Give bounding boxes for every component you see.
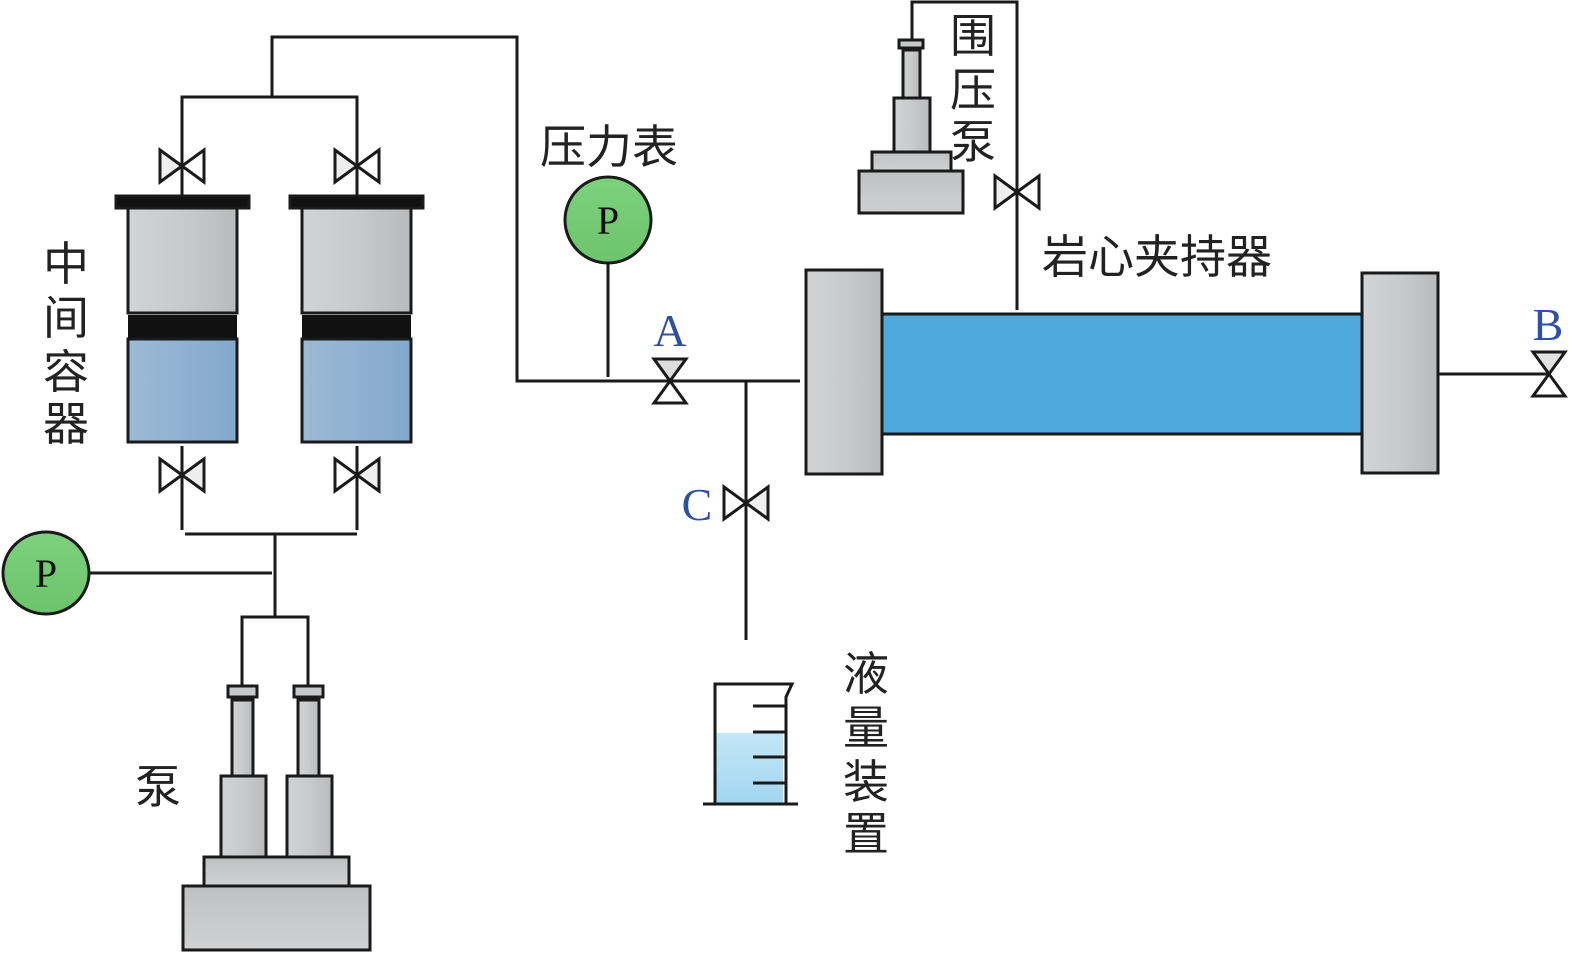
- label-pump: 泵: [135, 760, 181, 814]
- label-intermediate-container: 中 间 容 器: [43, 237, 89, 451]
- svg-text:泵: 泵: [950, 115, 996, 169]
- core-holder: [804, 268, 1440, 476]
- confining-pressure-line: [910, 0, 1019, 310]
- valve-container1-top[interactable]: [158, 147, 206, 185]
- pressure-gauge-pump: P: [1, 530, 91, 616]
- valve-c[interactable]: [722, 484, 770, 522]
- svg-text:围: 围: [950, 9, 996, 63]
- svg-text:器: 器: [43, 397, 89, 451]
- valve-confining[interactable]: [993, 173, 1041, 211]
- svg-text:间: 间: [43, 291, 89, 345]
- label-pressure-gauge: 压力表: [540, 120, 678, 174]
- svg-text:装: 装: [843, 755, 889, 809]
- label-core-holder: 岩心夹持器: [1042, 230, 1272, 284]
- liquid-measuring-beaker: [703, 682, 798, 806]
- container-top-manifold: [180, 95, 359, 164]
- confining-pump: [857, 38, 965, 215]
- svg-text:压: 压: [950, 63, 996, 117]
- pressure-gauge-main: P: [563, 175, 653, 265]
- label-valve-c: C: [682, 479, 713, 530]
- valve-a[interactable]: [651, 357, 689, 405]
- main-injection-line: [270, 35, 800, 383]
- valve-container2-top[interactable]: [333, 147, 381, 185]
- core-holder-outlet-cap: [1360, 271, 1440, 475]
- svg-text:容: 容: [43, 345, 89, 399]
- intermediate-container-2: [288, 194, 425, 444]
- gauge-symbol: P: [597, 198, 619, 243]
- pump: [181, 684, 372, 952]
- core-holder-inlet-cap: [804, 268, 884, 476]
- svg-text:中: 中: [43, 237, 89, 291]
- pipework: [90, 0, 1548, 686]
- valve-container1-bottom[interactable]: [158, 456, 206, 494]
- pump-outlet-manifold: [240, 615, 310, 686]
- svg-text:液: 液: [843, 647, 889, 701]
- valve-container2-bottom[interactable]: [333, 456, 381, 494]
- label-valve-b: B: [1533, 299, 1564, 350]
- svg-text:量: 量: [843, 701, 889, 755]
- gauge-symbol: P: [35, 551, 57, 596]
- label-valve-a: A: [653, 305, 686, 356]
- valve-b[interactable]: [1530, 350, 1568, 398]
- label-confining-pump: 围 压 泵: [950, 9, 996, 169]
- svg-text:置: 置: [843, 807, 889, 861]
- label-liquid-meter: 液 量 装 置: [843, 647, 889, 861]
- intermediate-container-1: [114, 194, 251, 444]
